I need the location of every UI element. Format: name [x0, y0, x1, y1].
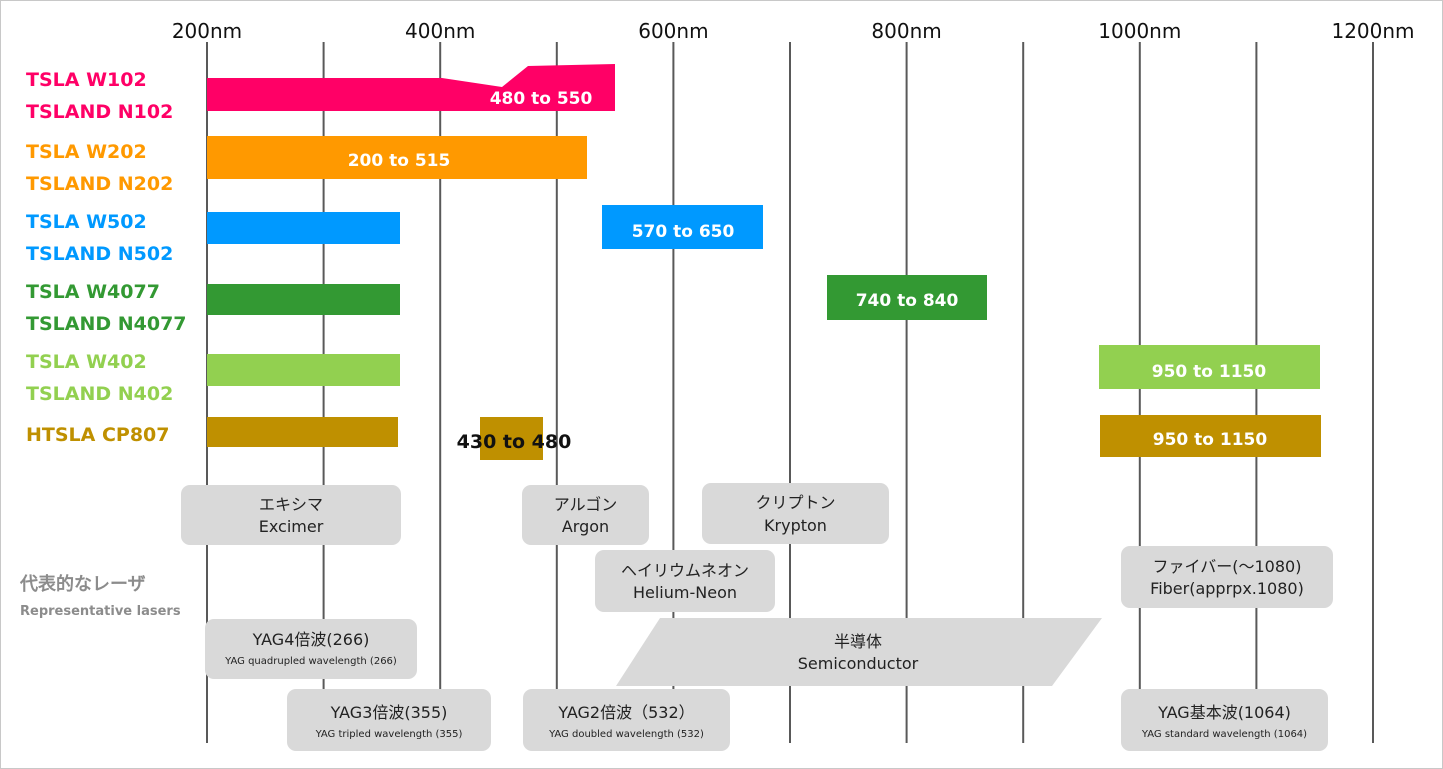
laser-box: エキシマ Excimer	[181, 485, 401, 545]
range-bar	[207, 64, 615, 111]
product-label: TSLAND N4077	[26, 313, 187, 335]
range-label: 950 to 1150	[1152, 362, 1267, 382]
x-tick-label: 200nm	[172, 19, 242, 43]
laser-en-label: Argon	[562, 517, 609, 536]
laser-box-bg	[1121, 689, 1328, 751]
laser-ja-label: ヘイリウムネオン	[621, 561, 749, 580]
laser-box-bg	[287, 689, 491, 751]
laser-ja-label: エキシマ	[259, 495, 323, 514]
product-label: TSLAND N102	[26, 101, 173, 123]
range-bar	[207, 354, 400, 386]
range-bar	[207, 136, 587, 179]
laser-en-label: YAG quadrupled wavelength (266)	[224, 656, 397, 667]
laser-box-bg	[702, 483, 889, 544]
x-tick-label: 800nm	[871, 19, 941, 43]
product-label: TSLA W202	[26, 141, 147, 163]
laser-box: ファイバー(～1080) Fiber(apprpx.1080)	[1121, 546, 1333, 608]
laser-ja-label: YAG基本波(1064)	[1157, 703, 1291, 722]
semiconductor-shape	[616, 618, 1102, 686]
product-row: HTSLA CP807	[26, 415, 1321, 460]
laser-box-bg	[595, 550, 775, 612]
laser-box: アルゴン Argon	[522, 485, 649, 545]
product-label: HTSLA CP807	[26, 424, 170, 446]
range-label: 200 to 515	[348, 151, 451, 171]
range-label: 430 to 480	[457, 431, 572, 453]
laser-box-bg	[1121, 546, 1333, 608]
x-tick-label: 400nm	[405, 19, 475, 43]
x-tick-labels: 200nm 400nm 600nm 800nm 1000nm 1200nm	[172, 19, 1415, 43]
laser-box: クリプトン Krypton	[702, 483, 889, 544]
product-label: TSLAND N202	[26, 173, 173, 195]
laser-en-label: YAG standard wavelength (1064)	[1141, 729, 1307, 740]
range-bar	[1100, 415, 1321, 457]
range-labels: 480 to 550 200 to 515 570 to 650 740 to 840…	[348, 89, 1268, 453]
laser-en-label: Excimer	[259, 517, 324, 536]
range-bar	[207, 284, 400, 315]
product-label: TSLAND N502	[26, 243, 173, 265]
product-label: TSLA W4077	[26, 281, 160, 303]
laser-box-bg	[523, 689, 730, 751]
laser-box: YAG3倍波(355) YAG tripled wavelength (355)	[287, 689, 491, 751]
range-bar	[207, 212, 400, 244]
range-bar	[207, 417, 398, 447]
laser-box-bg	[522, 485, 649, 545]
range-bar	[827, 275, 987, 320]
laser-box-bg	[181, 485, 401, 545]
laser-box: ヘイリウムネオン Helium-Neon	[595, 550, 775, 612]
range-label: 570 to 650	[632, 222, 735, 242]
laser-box: YAG基本波(1064) YAG standard wavelength (106…	[1121, 689, 1328, 751]
laser-en-label: Semiconductor	[798, 654, 919, 673]
range-label: 480 to 550	[490, 89, 593, 109]
range-bar	[480, 417, 543, 460]
laser-en-label: Helium-Neon	[633, 583, 737, 602]
laser-en-label: YAG doubled wavelength (532)	[548, 729, 704, 740]
product-label: TSLAND N402	[26, 383, 173, 405]
x-tick-label: 600nm	[638, 19, 708, 43]
laser-ja-label: YAG3倍波(355)	[330, 703, 448, 722]
laser-ja-label: YAG4倍波(266)	[252, 630, 370, 649]
range-bar	[1099, 345, 1320, 389]
laser-ja-label: ファイバー(～1080)	[1153, 557, 1302, 576]
product-label: TSLA W402	[26, 351, 147, 373]
laser-ja-label: クリプトン	[755, 493, 835, 512]
laser-en-label: YAG tripled wavelength (355)	[315, 729, 463, 740]
lasers-title: 代表的なレーザ	[19, 573, 146, 595]
x-tick-label: 1200nm	[1331, 19, 1414, 43]
laser-en-label: Fiber(apprpx.1080)	[1150, 579, 1304, 598]
laser-ja-label: アルゴン	[554, 495, 618, 514]
laser-box-bg	[205, 619, 417, 679]
laser-box: 半導体 Semiconductor	[616, 618, 1102, 686]
range-label: 950 to 1150	[1153, 430, 1268, 450]
lasers-subtitle: Representative lasers	[20, 604, 181, 619]
laser-en-label: Krypton	[764, 516, 827, 535]
range-label: 740 to 840	[856, 291, 959, 311]
laser-box: YAG4倍波(266) YAG quadrupled wavelength (26…	[205, 619, 417, 679]
range-bar	[602, 205, 763, 249]
laser-ja-label: YAG2倍波（532）	[557, 703, 694, 722]
laser-box: YAG2倍波（532） YAG doubled wavelength (532)	[523, 689, 730, 751]
product-label: TSLA W102	[26, 69, 147, 91]
laser-boxes: エキシマ Excimer アルゴン Argon クリプトン Krypton ヘイリウムネオン…	[181, 483, 1333, 751]
x-tick-label: 1000nm	[1098, 19, 1181, 43]
laser-ja-label: 半導体	[834, 632, 882, 651]
product-label: TSLA W502	[26, 211, 147, 233]
